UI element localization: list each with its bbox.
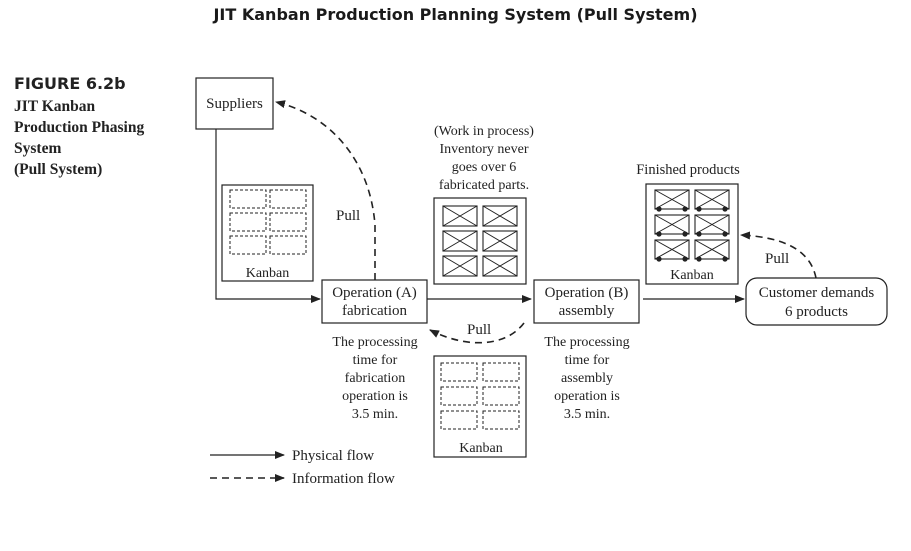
assembly-note-line: assembly xyxy=(561,371,613,386)
wip-part-icon xyxy=(482,255,518,277)
finished-part-icon xyxy=(654,214,690,237)
operation-b-subtitle: assembly xyxy=(559,303,615,319)
fabrication-time-note: The processing time for fabrication oper… xyxy=(332,335,417,422)
operation-b-node: Operation (B) assembly xyxy=(533,279,640,324)
pull-to-suppliers-arrow xyxy=(275,100,376,280)
operation-a-subtitle: fabrication xyxy=(342,303,407,319)
customer-subtitle: 6 products xyxy=(785,304,848,320)
wip-part-icon xyxy=(442,255,478,277)
customer-node: Customer demands 6 products xyxy=(745,277,888,326)
figure-caption: JIT Kanban Production Phasing System (Pu… xyxy=(14,96,189,180)
suppliers-label: Suppliers xyxy=(206,96,263,112)
operation-a-title: Operation (A) xyxy=(332,285,417,301)
raw-material-kanban: Kanban xyxy=(221,184,314,282)
wip-parts-grid xyxy=(442,205,518,277)
legend-physical-label: Physical flow xyxy=(292,448,374,464)
pull-label-suppliers: Pull xyxy=(336,208,360,224)
finished-part-icon xyxy=(694,189,730,212)
physical-flow-lines xyxy=(215,129,745,303)
assembly-note-line: operation is xyxy=(554,389,620,404)
wip-note: (Work in process) Inventory never goes o… xyxy=(434,124,534,193)
wip-part-icon xyxy=(442,205,478,227)
wip-part-icon xyxy=(482,205,518,227)
wip-part-icon xyxy=(482,230,518,252)
supplier-to-op-a-arrow xyxy=(215,129,321,303)
legend: Physical flow Information flow xyxy=(210,448,395,487)
customer-title: Customer demands xyxy=(759,285,875,301)
fabrication-note-line: time for xyxy=(353,353,398,368)
finished-part-icon xyxy=(654,189,690,212)
finished-kanban-label: Kanban xyxy=(670,268,714,283)
assembly-note-line: time for xyxy=(565,353,610,368)
wip-part-icon xyxy=(442,230,478,252)
finished-parts-grid xyxy=(654,189,730,262)
legend-information-label: Information flow xyxy=(292,471,395,487)
information-flow-lines xyxy=(275,100,817,344)
fabrication-note-line: The processing xyxy=(332,335,417,350)
caption-line: System xyxy=(14,140,62,157)
pull-op-b-to-op-a-arrow xyxy=(429,322,525,344)
assembly-note-line: The processing xyxy=(544,335,629,350)
operation-a-node: Operation (A) fabrication xyxy=(321,279,428,324)
caption-line: Production Phasing xyxy=(14,119,145,136)
figure-number: FIGURE 6.2b xyxy=(14,74,126,93)
assembly-note-line: 3.5 min. xyxy=(564,407,610,422)
finished-products-box: Kanban xyxy=(645,183,739,285)
pull-label-op-a: Pull xyxy=(467,322,491,338)
fabrication-note-line: fabrication xyxy=(345,371,406,386)
fabrication-kanban: Kanban xyxy=(433,355,527,458)
middle-kanban-label: Kanban xyxy=(459,441,503,456)
finished-part-icon xyxy=(694,214,730,237)
page-title: JIT Kanban Production Planning System (P… xyxy=(213,5,698,24)
caption-line: JIT Kanban xyxy=(14,98,96,115)
assembly-time-note: The processing time for assembly operati… xyxy=(544,335,629,422)
pull-customer-to-finished-arrow xyxy=(740,231,817,279)
finished-products-label: Finished products xyxy=(636,162,740,178)
fabrication-note-line: 3.5 min. xyxy=(352,407,398,422)
operation-b-title: Operation (B) xyxy=(545,285,629,301)
wip-note-line: goes over 6 xyxy=(452,160,517,175)
pull-label-customer: Pull xyxy=(765,251,789,267)
wip-note-line: (Work in process) xyxy=(434,124,534,139)
finished-part-icon xyxy=(694,239,730,262)
wip-note-line: fabricated parts. xyxy=(439,178,529,193)
kanban-label: Kanban xyxy=(246,266,290,281)
fabrication-note-line: operation is xyxy=(342,389,408,404)
caption-line: (Pull System) xyxy=(14,161,103,178)
suppliers-node: Suppliers xyxy=(195,77,274,130)
finished-part-icon xyxy=(654,239,690,262)
wip-inventory-box xyxy=(433,197,527,285)
wip-note-line: Inventory never xyxy=(439,142,528,157)
